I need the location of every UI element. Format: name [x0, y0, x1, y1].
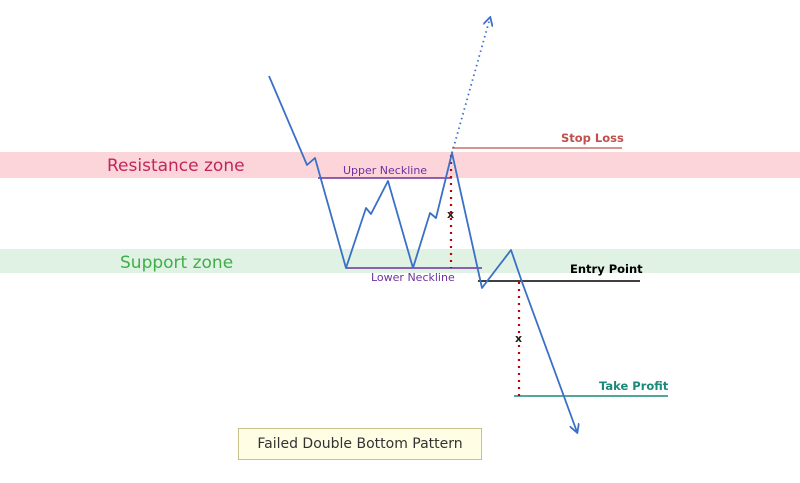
resistance-zone-label: Resistance zone: [107, 156, 245, 176]
take-profit-label: Take Profit: [599, 379, 669, 393]
target-projection-mark: x: [515, 332, 522, 345]
lower-neckline-label: Lower Neckline: [371, 271, 455, 284]
price-path: [268, 75, 577, 432]
expected-breakout-projection: [451, 18, 490, 154]
pattern-caption: Failed Double Bottom Pattern: [257, 436, 463, 452]
support-zone-label: Support zone: [120, 253, 233, 273]
pattern-height-mark: x: [447, 208, 454, 221]
stop-loss-label: Stop Loss: [561, 131, 624, 145]
upper-neckline-label: Upper Neckline: [343, 164, 427, 177]
entry-point-label: Entry Point: [570, 262, 643, 276]
pattern-caption-box: Failed Double Bottom Pattern: [238, 428, 482, 460]
resistance-zone: [0, 152, 800, 178]
support-zone: [0, 249, 800, 273]
